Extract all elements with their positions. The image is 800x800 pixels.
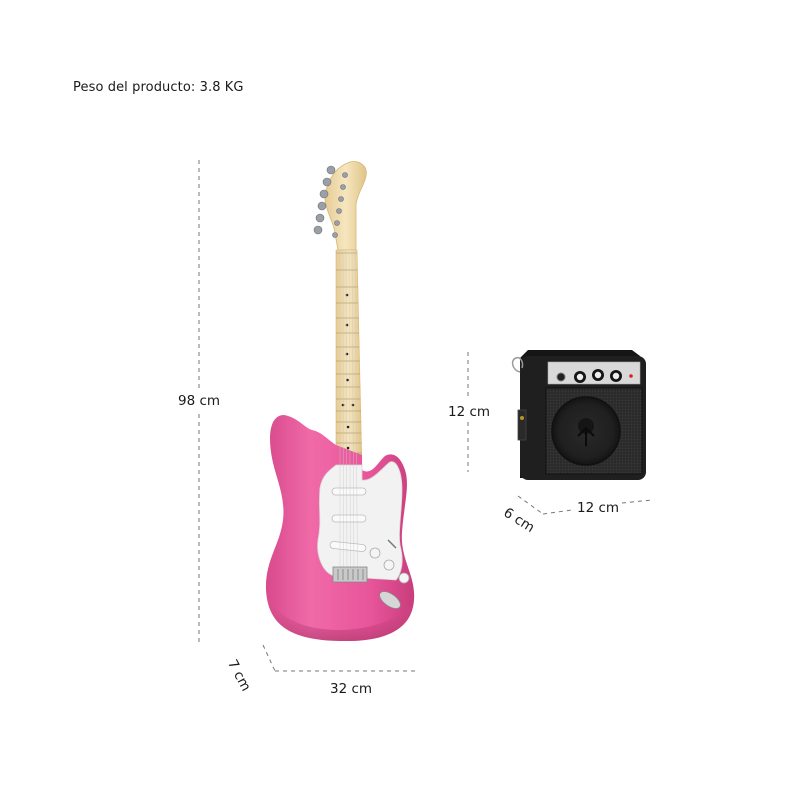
amp-width-label: 12 cm	[577, 498, 620, 518]
guitar-dimension-lines	[198, 160, 418, 672]
amp-strap-ring	[511, 356, 524, 373]
strings	[339, 249, 358, 576]
product-weight-label: Peso del producto: 3.8 KG	[73, 80, 244, 95]
tone-knob-2	[398, 572, 410, 584]
middle-pickup	[331, 514, 367, 523]
amp-knobs	[574, 369, 622, 383]
frets	[336, 252, 362, 454]
amp-graphic	[511, 350, 646, 480]
guitar-height-label: 98 cm	[178, 391, 221, 411]
amp-dimension-lines	[467, 352, 653, 515]
tuners	[313, 165, 348, 238]
volume-knob	[369, 547, 381, 559]
tone-knob-1	[383, 559, 395, 571]
output-jack	[379, 591, 401, 609]
amp-side-jack	[517, 409, 527, 441]
neck-pickup	[331, 487, 367, 496]
amp-power-led	[629, 374, 633, 378]
guitar-graphic	[265, 161, 415, 642]
bridge	[332, 566, 368, 583]
amp-input-jack	[556, 372, 566, 382]
guitar-width-label: 32 cm	[330, 681, 373, 697]
amp-width-line-left	[542, 509, 573, 515]
guitar-depth-line	[262, 644, 276, 672]
control-knobs	[369, 547, 410, 584]
amp-height-label: 12 cm	[448, 402, 491, 422]
amp-depth-line	[517, 495, 544, 515]
pickup-selector	[387, 539, 397, 549]
pickups	[329, 487, 367, 552]
bridge-pickup	[329, 541, 367, 552]
amp-width-line-right	[621, 499, 653, 504]
